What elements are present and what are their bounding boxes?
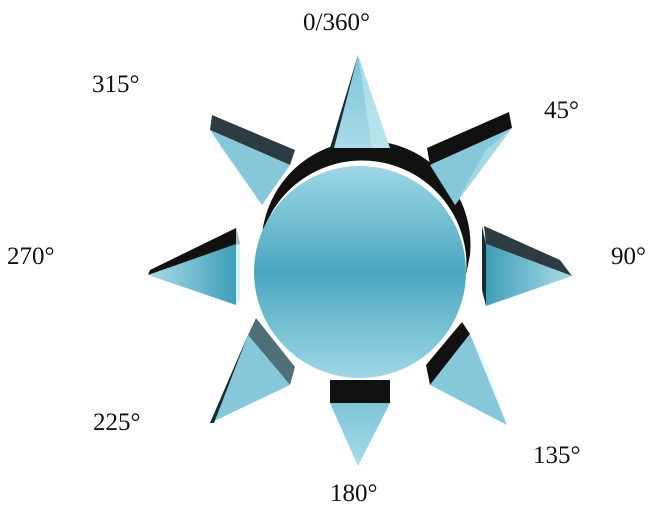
pointer-south	[330, 380, 390, 466]
label-southwest: 225°	[93, 410, 141, 435]
label-north: 0/360°	[303, 10, 370, 35]
pointer-east	[482, 226, 572, 306]
pointer-west	[148, 228, 240, 305]
label-south: 180°	[330, 481, 378, 506]
label-west: 270°	[7, 244, 55, 269]
pointer-north	[330, 55, 390, 148]
label-east: 90°	[611, 244, 646, 269]
center-disc-face	[254, 166, 466, 378]
label-northwest: 315°	[92, 72, 140, 97]
label-southeast: 135°	[533, 443, 581, 468]
label-northeast: 45°	[544, 98, 579, 123]
